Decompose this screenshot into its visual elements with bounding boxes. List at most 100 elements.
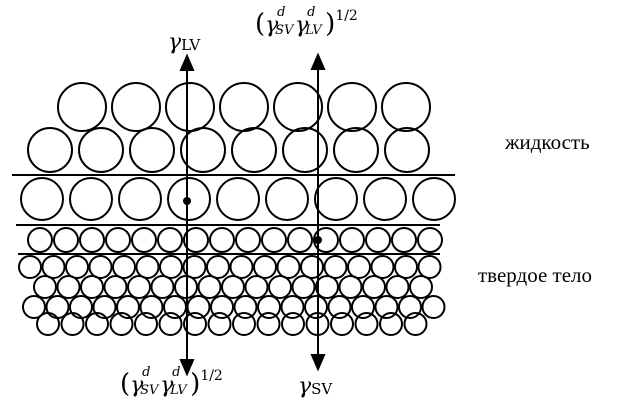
liquid-molecule — [231, 127, 277, 173]
solid-molecule — [105, 227, 131, 253]
solid-molecule — [127, 275, 151, 299]
liquid-molecule — [273, 82, 323, 132]
liquid-molecule — [57, 82, 107, 132]
solid-molecule — [327, 295, 352, 319]
solid-molecule — [159, 255, 183, 279]
solid-molecule — [88, 255, 113, 279]
solid-molecule — [347, 255, 371, 279]
formula-sup-1: d — [142, 365, 151, 380]
formula-sup-2: d — [307, 5, 316, 20]
solid-molecule — [257, 295, 281, 319]
solid-molecule — [354, 312, 379, 336]
solid-molecule — [339, 227, 365, 253]
solid-molecule — [157, 227, 183, 253]
solid-molecule — [27, 227, 53, 253]
solid-molecule — [158, 312, 183, 336]
liquid-molecule — [129, 127, 175, 173]
liquid-molecule — [381, 82, 431, 132]
solid-molecule — [244, 275, 269, 299]
solid-molecule — [109, 312, 134, 336]
liquid-molecule — [69, 177, 113, 221]
gamma-sv-symbol: γ — [298, 374, 312, 399]
interaction-points — [183, 197, 322, 244]
solid-molecule — [291, 275, 316, 299]
solid-molecule — [41, 255, 66, 279]
solid-molecule — [370, 255, 395, 279]
solid-molecule — [135, 255, 160, 279]
solid-molecule — [403, 312, 428, 336]
liquid-label: жидкость — [505, 130, 590, 154]
formula-power: 1/2 — [200, 368, 223, 384]
formula-bottom-arrowhead — [179, 359, 195, 377]
formula-open-paren: ( — [255, 9, 266, 39]
liquid-molecule — [180, 127, 226, 173]
solid-molecule — [417, 255, 442, 279]
solid-molecule — [36, 312, 60, 336]
solid-molecule — [276, 255, 301, 279]
gamma-lv-subscript: LV — [181, 36, 201, 54]
solid-molecule — [365, 227, 391, 253]
solid-molecule — [379, 312, 403, 336]
solid-molecule — [103, 275, 128, 299]
solid-molecule — [210, 295, 234, 319]
formula-sub-1: SV — [275, 23, 294, 38]
liquid-molecule — [27, 127, 73, 173]
liquid-molecule — [265, 177, 309, 221]
solid-molecule — [362, 275, 386, 299]
solid-molecule — [417, 227, 443, 253]
liquid-molecule — [384, 127, 430, 173]
solid-molecule — [79, 227, 105, 253]
solid-molecule — [261, 227, 287, 253]
liquid-molecule — [333, 127, 379, 173]
solid-molecule — [183, 227, 209, 253]
gamma-sv-arrowhead — [310, 354, 326, 372]
solid-molecule — [330, 312, 354, 336]
gamma-sv-subscript: SV — [311, 380, 333, 398]
formula-close-paren: ) — [190, 369, 201, 399]
solid-molecule — [374, 295, 399, 319]
solid-molecule — [22, 295, 46, 319]
solid-molecule — [33, 275, 57, 299]
molecule-circles — [18, 82, 456, 336]
solid-molecule — [391, 227, 417, 253]
gamma-lv-arrowhead — [179, 53, 195, 71]
solid-molecule — [253, 255, 277, 279]
solid-molecule — [207, 312, 232, 336]
formula-power: 1/2 — [335, 8, 358, 24]
solid-molecule — [351, 295, 375, 319]
solid-molecule — [60, 312, 85, 336]
solid-molecule — [116, 295, 140, 319]
solid-molecule — [394, 255, 418, 279]
solid-molecule — [92, 295, 117, 319]
solid-molecule — [80, 275, 104, 299]
formula-sup-1: d — [277, 5, 286, 20]
liquid-molecule — [282, 127, 328, 173]
solid-molecule — [232, 312, 256, 336]
solid-molecule — [268, 275, 292, 299]
solid-molecule — [65, 255, 89, 279]
solid-molecule — [69, 295, 93, 319]
solid-molecule — [421, 295, 446, 319]
solid-molecule — [209, 227, 235, 253]
solid-molecule — [233, 295, 258, 319]
formula-top-arrowhead — [310, 52, 326, 70]
force-arrows — [179, 52, 326, 377]
solid-molecule — [18, 255, 42, 279]
phase-boundary-lines — [12, 174, 455, 255]
formula-gamma-1: γ — [265, 13, 279, 38]
solid-molecule — [398, 295, 422, 319]
solid-molecule — [131, 227, 157, 253]
solid-molecule-point — [314, 236, 322, 244]
formula-sub-2: LV — [305, 23, 322, 38]
solid-molecule — [300, 255, 324, 279]
solid-molecule — [304, 295, 328, 319]
solid-molecule — [409, 275, 433, 299]
solid-molecule — [235, 227, 261, 253]
formula-gamma-2: γ — [295, 13, 309, 38]
solid-molecule — [323, 255, 348, 279]
formula-sub-1: SV — [140, 383, 159, 398]
liquid-molecule — [216, 177, 260, 221]
